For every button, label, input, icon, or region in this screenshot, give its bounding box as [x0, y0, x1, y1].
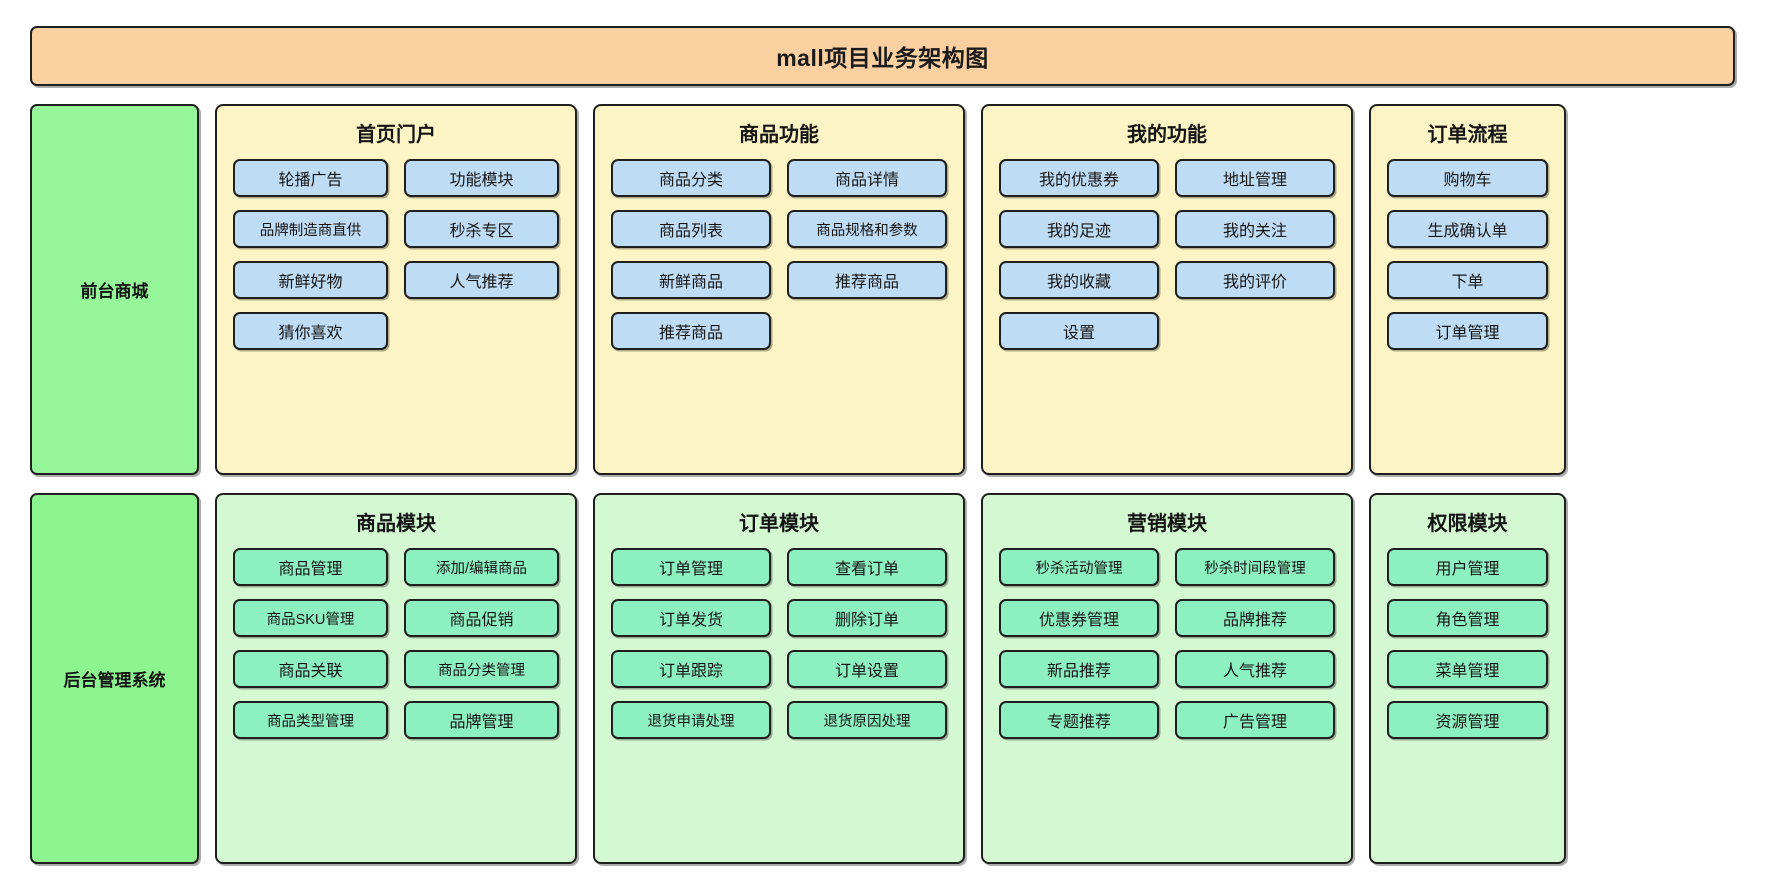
node-item[interactable]: 商品SKU管理 — [233, 599, 388, 637]
group-items-marketing-module: 秒杀活动管理 秒杀时间段管理 优惠券管理 品牌推荐 新品推荐 人气推荐 专题推荐… — [999, 548, 1335, 739]
node-item[interactable]: 商品详情 — [787, 159, 947, 197]
group-title-order-flow: 订单流程 — [1427, 124, 1508, 146]
group-items-home-portal: 轮播广告 功能模块 品牌制造商直供 秒杀专区 新鲜好物 人气推荐 猜你喜欢 — [233, 159, 559, 350]
node-item[interactable]: 品牌管理 — [404, 701, 559, 739]
group-order-module: 订单模块 订单管理 查看订单 订单发货 删除订单 订单跟踪 订单设置 退货申请处… — [593, 493, 965, 864]
tier-admin-system: 后台管理系统 商品模块 商品管理 添加/编辑商品 商品SKU管理 商品促销 商品… — [30, 493, 1735, 864]
node-item[interactable]: 专题推荐 — [999, 701, 1159, 739]
tier-front-groups: 首页门户 轮播广告 功能模块 品牌制造商直供 秒杀专区 新鲜好物 人气推荐 猜你… — [215, 104, 1735, 475]
node-item[interactable]: 人气推荐 — [1175, 650, 1335, 688]
group-items-product-module: 商品管理 添加/编辑商品 商品SKU管理 商品促销 商品关联 商品分类管理 商品… — [233, 548, 559, 739]
node-item[interactable]: 商品分类管理 — [404, 650, 559, 688]
node-item[interactable]: 下单 — [1387, 261, 1548, 299]
node-item[interactable]: 商品规格和参数 — [787, 210, 947, 248]
node-item[interactable]: 购物车 — [1387, 159, 1548, 197]
tier-label-text: 前台商城 — [80, 282, 149, 301]
group-title-product-module: 商品模块 — [356, 513, 436, 535]
tier-admin-groups: 商品模块 商品管理 添加/编辑商品 商品SKU管理 商品促销 商品关联 商品分类… — [215, 493, 1735, 864]
node-item[interactable]: 订单管理 — [611, 548, 771, 586]
group-my-function: 我的功能 我的优惠券 地址管理 我的足迹 我的关注 我的收藏 我的评价 设置 — [981, 104, 1353, 475]
group-title-marketing-module: 营销模块 — [1127, 513, 1207, 535]
node-item[interactable]: 秒杀专区 — [404, 210, 559, 248]
node-item[interactable]: 商品促销 — [404, 599, 559, 637]
node-item[interactable]: 优惠券管理 — [999, 599, 1159, 637]
node-item[interactable]: 新鲜好物 — [233, 261, 388, 299]
node-item[interactable]: 角色管理 — [1387, 599, 1548, 637]
node-item[interactable]: 订单设置 — [787, 650, 947, 688]
node-item[interactable]: 用户管理 — [1387, 548, 1548, 586]
node-item[interactable]: 我的收藏 — [999, 261, 1159, 299]
group-items-order-flow: 购物车 生成确认单 下单 订单管理 — [1387, 159, 1548, 350]
node-item[interactable]: 订单管理 — [1387, 312, 1548, 350]
node-item[interactable]: 我的关注 — [1175, 210, 1335, 248]
node-item[interactable]: 轮播广告 — [233, 159, 388, 197]
tier-front-mall: 前台商城 首页门户 轮播广告 功能模块 品牌制造商直供 秒杀专区 新鲜好物 人气… — [30, 104, 1735, 475]
node-item[interactable]: 我的评价 — [1175, 261, 1335, 299]
node-item[interactable]: 订单发货 — [611, 599, 771, 637]
node-item[interactable]: 秒杀活动管理 — [999, 548, 1159, 586]
node-item[interactable]: 推荐商品 — [787, 261, 947, 299]
group-marketing-module: 营销模块 秒杀活动管理 秒杀时间段管理 优惠券管理 品牌推荐 新品推荐 人气推荐… — [981, 493, 1353, 864]
node-item[interactable]: 生成确认单 — [1387, 210, 1548, 248]
group-title-home-portal: 首页门户 — [356, 124, 436, 146]
node-item[interactable]: 秒杀时间段管理 — [1175, 548, 1335, 586]
group-title-permission-module: 权限模块 — [1427, 513, 1508, 535]
node-item[interactable]: 推荐商品 — [611, 312, 771, 350]
node-item[interactable]: 人气推荐 — [404, 261, 559, 299]
node-item[interactable]: 退货原因处理 — [787, 701, 947, 739]
node-item[interactable]: 设置 — [999, 312, 1159, 350]
group-title-order-module: 订单模块 — [739, 513, 819, 535]
node-item[interactable]: 商品分类 — [611, 159, 771, 197]
node-item[interactable]: 退货申请处理 — [611, 701, 771, 739]
node-item[interactable]: 功能模块 — [404, 159, 559, 197]
node-item[interactable]: 品牌制造商直供 — [233, 210, 388, 248]
group-product-function: 商品功能 商品分类 商品详情 商品列表 商品规格和参数 新鲜商品 推荐商品 推荐… — [593, 104, 965, 475]
group-items-order-module: 订单管理 查看订单 订单发货 删除订单 订单跟踪 订单设置 退货申请处理 退货原… — [611, 548, 947, 739]
group-items-product-function: 商品分类 商品详情 商品列表 商品规格和参数 新鲜商品 推荐商品 推荐商品 — [611, 159, 947, 350]
group-title-product-function: 商品功能 — [739, 124, 819, 146]
page-title: mall项目业务架构图 — [776, 45, 989, 71]
node-item[interactable]: 新鲜商品 — [611, 261, 771, 299]
group-items-permission-module: 用户管理 角色管理 菜单管理 资源管理 — [1387, 548, 1548, 739]
group-items-my-function: 我的优惠券 地址管理 我的足迹 我的关注 我的收藏 我的评价 设置 — [999, 159, 1335, 350]
node-item[interactable]: 商品类型管理 — [233, 701, 388, 739]
node-item[interactable]: 资源管理 — [1387, 701, 1548, 739]
node-item[interactable]: 地址管理 — [1175, 159, 1335, 197]
node-item[interactable]: 广告管理 — [1175, 701, 1335, 739]
node-item[interactable]: 商品关联 — [233, 650, 388, 688]
node-item[interactable]: 商品管理 — [233, 548, 388, 586]
node-item[interactable]: 查看订单 — [787, 548, 947, 586]
tier-label-text: 后台管理系统 — [63, 671, 166, 690]
node-item[interactable]: 添加/编辑商品 — [404, 548, 559, 586]
node-item[interactable]: 我的足迹 — [999, 210, 1159, 248]
group-home-portal: 首页门户 轮播广告 功能模块 品牌制造商直供 秒杀专区 新鲜好物 人气推荐 猜你… — [215, 104, 577, 475]
group-order-flow: 订单流程 购物车 生成确认单 下单 订单管理 — [1369, 104, 1566, 475]
node-item[interactable]: 商品列表 — [611, 210, 771, 248]
group-title-my-function: 我的功能 — [1127, 124, 1207, 146]
node-item[interactable]: 猜你喜欢 — [233, 312, 388, 350]
node-item[interactable]: 新品推荐 — [999, 650, 1159, 688]
node-item[interactable]: 菜单管理 — [1387, 650, 1548, 688]
node-item[interactable]: 删除订单 — [787, 599, 947, 637]
node-item[interactable]: 订单跟踪 — [611, 650, 771, 688]
tier-label-admin-system: 后台管理系统 — [30, 493, 199, 864]
group-permission-module: 权限模块 用户管理 角色管理 菜单管理 资源管理 — [1369, 493, 1566, 864]
tier-label-front-mall: 前台商城 — [30, 104, 199, 475]
node-item[interactable]: 品牌推荐 — [1175, 599, 1335, 637]
group-product-module: 商品模块 商品管理 添加/编辑商品 商品SKU管理 商品促销 商品关联 商品分类… — [215, 493, 577, 864]
diagram-title-banner: mall项目业务架构图 — [30, 26, 1735, 86]
node-item[interactable]: 我的优惠券 — [999, 159, 1159, 197]
